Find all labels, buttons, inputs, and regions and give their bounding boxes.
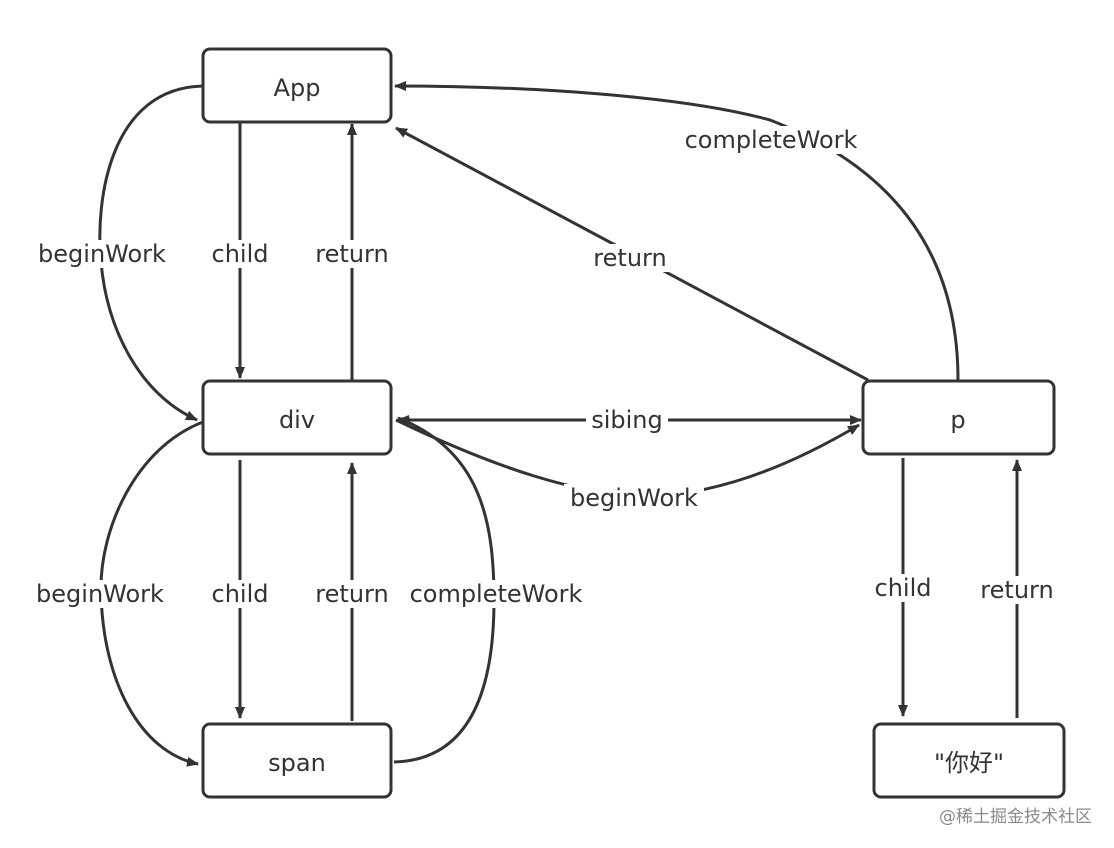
label-div-p-beginwork: beginWork (570, 484, 698, 512)
node-p: p (861, 379, 1056, 456)
label-div-app-return: return (315, 240, 388, 268)
label-nihao-p-return: return (980, 576, 1053, 604)
node-span-label: span (268, 749, 326, 777)
label-p-app-completework: completeWork (685, 126, 858, 154)
node-div: div (201, 379, 393, 456)
node-div-label: div (279, 406, 315, 434)
node-nihao: "你好" (872, 722, 1066, 799)
edge-p-app-completework (394, 81, 960, 381)
label-p-app-return: return (593, 244, 666, 272)
node-app: App (201, 47, 393, 124)
label-span-div-completework: completeWork (410, 580, 583, 608)
watermark: @稀土掘金技术社区 (939, 807, 1092, 827)
label-div-span-beginwork: beginWork (36, 580, 164, 608)
label-app-div-beginwork: beginWork (38, 240, 166, 268)
edge-labels: child return beginWork child return begi… (32, 126, 1058, 608)
label-p-nihao-child: child (875, 574, 932, 602)
label-div-span-child: child (212, 580, 269, 608)
node-nihao-label: "你好" (934, 749, 1004, 777)
label-app-div-child: child (212, 240, 269, 268)
label-span-div-return: return (315, 580, 388, 608)
node-span: span (201, 722, 393, 799)
node-app-label: App (274, 74, 321, 102)
node-p-label: p (950, 406, 965, 434)
label-div-p-sibling: sibing (591, 406, 663, 434)
nodes: App div span p "你好" (201, 47, 1066, 799)
